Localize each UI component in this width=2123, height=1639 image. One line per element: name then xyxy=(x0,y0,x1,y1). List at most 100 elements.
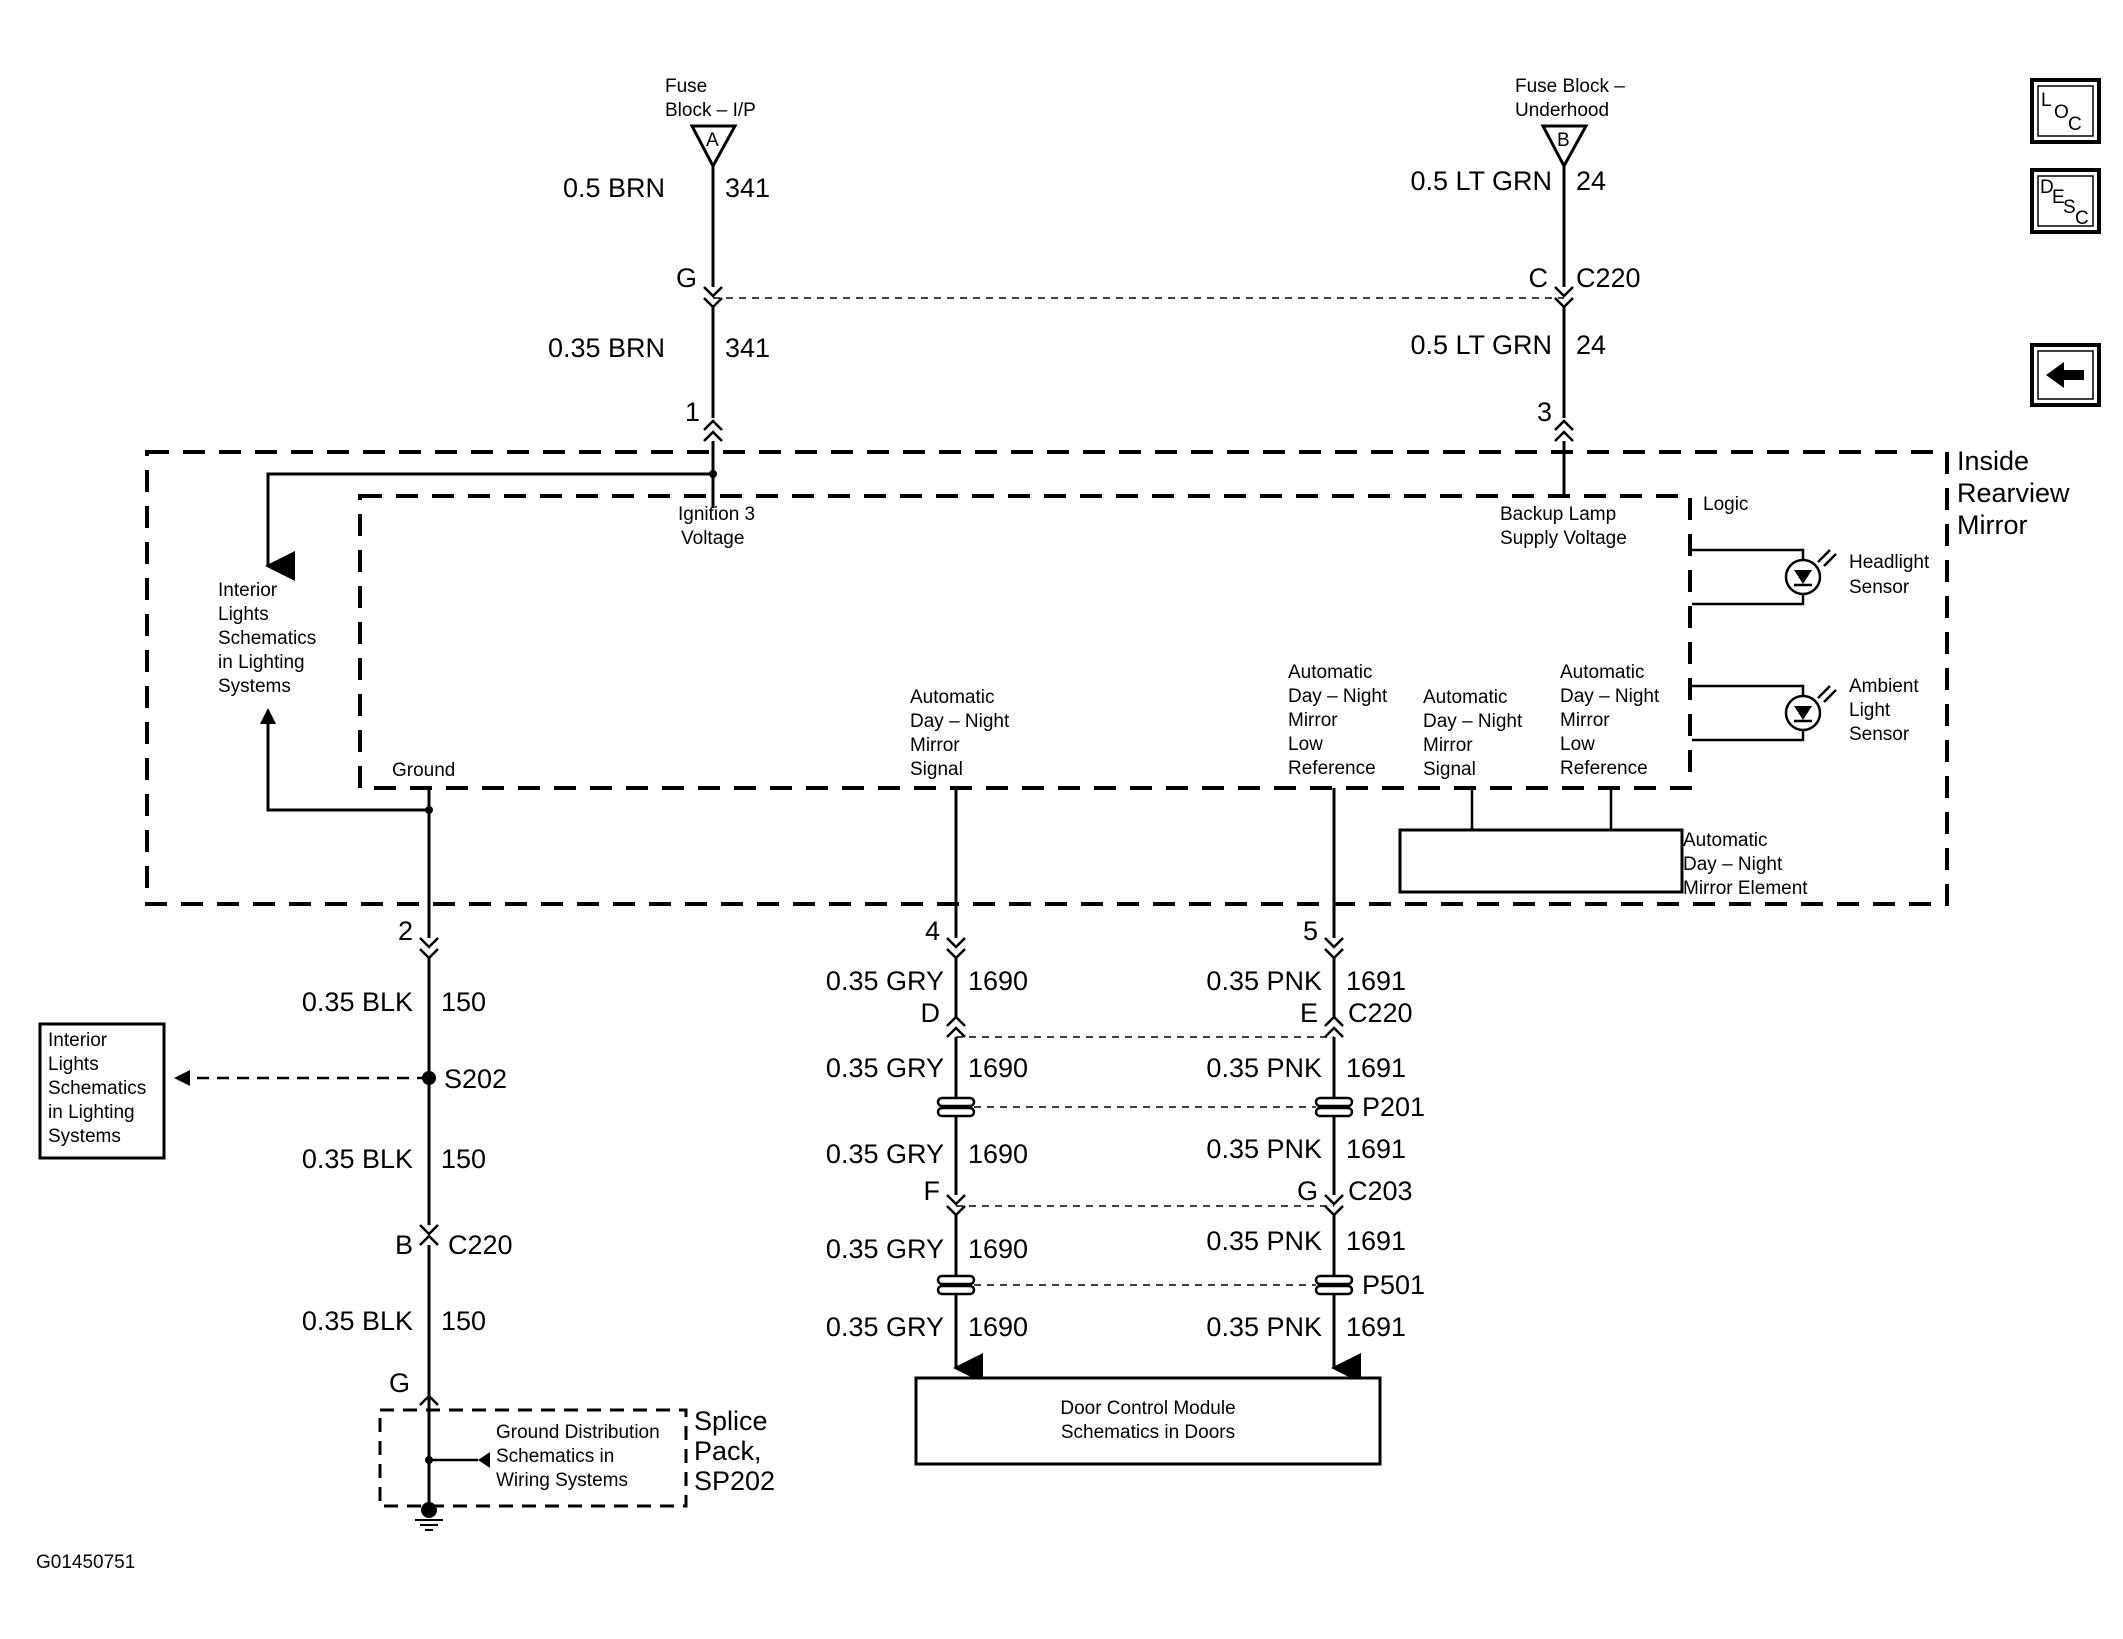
wire-341a-gauge: 0.5 BRN xyxy=(563,173,665,203)
wire-24b-gauge: 0.5 LT GRN xyxy=(1410,330,1552,360)
c220-left-pin: B xyxy=(395,1230,413,1260)
wire-150a-circuit: 150 xyxy=(441,987,486,1017)
interior-lights-ref-box[interactable] xyxy=(38,1022,166,1160)
ground-icon xyxy=(415,1519,443,1531)
pin-2-label: 2 xyxy=(398,916,413,946)
wire-150a-gauge: 0.35 BLK xyxy=(302,987,413,1017)
interior-box-5: Systems xyxy=(48,1126,121,1147)
wire-1691d-circuit: 1691 xyxy=(1346,1226,1406,1256)
desc-button[interactable]: D E S C xyxy=(2030,168,2101,234)
signal-left-1: Automatic xyxy=(910,687,994,708)
wire-1690a-circuit: 1690 xyxy=(968,966,1028,996)
connector-c220-c-symbol xyxy=(1554,286,1574,309)
headlight-sensor-1: Headlight xyxy=(1849,552,1930,573)
light-rays-icon xyxy=(1817,549,1837,567)
wire-341a-circuit: 341 xyxy=(725,173,770,203)
lowref-right-2: Day – Night xyxy=(1560,686,1660,707)
wire-1690b-circuit: 1690 xyxy=(968,1053,1028,1083)
door-control-module-box[interactable] xyxy=(914,1376,1382,1466)
wire-24b-circuit: 24 xyxy=(1576,330,1606,360)
c220-mid-name: C220 xyxy=(1348,998,1413,1028)
connector-pin-2-symbol xyxy=(419,937,439,960)
splice-pack-2: Pack, xyxy=(694,1436,762,1466)
headlight-sensor-2: Sensor xyxy=(1849,577,1910,598)
left-arrow-icon xyxy=(174,1070,190,1086)
element-label-3: Mirror Element xyxy=(1683,878,1808,899)
lowref-right-3: Mirror xyxy=(1560,710,1610,731)
wire-341b-circuit: 341 xyxy=(725,333,770,363)
lowref-left-4: Low xyxy=(1288,734,1323,755)
backup-label-2: Supply Voltage xyxy=(1500,528,1627,549)
connector-c220-g-symbol xyxy=(703,286,723,309)
ground-dist-2: Schematics in xyxy=(496,1446,614,1467)
p201-right-symbol xyxy=(1314,1096,1354,1118)
left-arrow-icon-gd xyxy=(478,1452,490,1468)
c220-left-name: C220 xyxy=(448,1230,513,1260)
connector-c203-g-symbol xyxy=(1324,1194,1344,1217)
ground-node xyxy=(421,1502,437,1518)
interior-box-3: Schematics xyxy=(48,1078,146,1099)
backup-label-1: Backup Lamp xyxy=(1500,504,1616,525)
p501-left-symbol xyxy=(936,1274,976,1296)
fuse-b-label-2: Underhood xyxy=(1515,100,1609,121)
mirror-element-box xyxy=(1398,828,1684,894)
desc-e: E xyxy=(2052,187,2065,208)
wire-1691d-gauge: 0.35 PNK xyxy=(1206,1226,1322,1256)
wire-1690e-circuit: 1690 xyxy=(968,1312,1028,1342)
interior-box-4: in Lighting xyxy=(48,1102,135,1123)
wire-interior-branch xyxy=(265,472,713,581)
signal-left-2: Day – Night xyxy=(910,711,1010,732)
wire-ground-to-interior xyxy=(266,718,429,812)
wire-1691a-circuit: 1691 xyxy=(1346,966,1406,996)
up-arrow-icon xyxy=(260,708,276,724)
interior-inner-2: Lights xyxy=(218,604,269,625)
loc-o: O xyxy=(2054,102,2069,123)
back-button[interactable] xyxy=(2030,343,2101,407)
lowref-left-5: Reference xyxy=(1288,758,1376,779)
ambient-light-sensor xyxy=(1692,684,1837,742)
lowref-left-3: Mirror xyxy=(1288,710,1338,731)
wire-150b-circuit: 150 xyxy=(441,1144,486,1174)
loc-button[interactable]: L O C xyxy=(2030,78,2101,144)
figure-id: G01450751 xyxy=(36,1552,135,1573)
connector-c220-b-symbol xyxy=(419,1224,439,1246)
mirror-title-3: Mirror xyxy=(1957,510,2027,540)
splice-pack-box xyxy=(378,1408,688,1508)
wire-1690c-circuit: 1690 xyxy=(968,1139,1028,1169)
c203-left-pin: F xyxy=(924,1176,941,1206)
wire-1691c-gauge: 0.35 PNK xyxy=(1206,1134,1322,1164)
connector-c220-d-symbol xyxy=(946,1015,966,1038)
fuse-b-label-1: Fuse Block – xyxy=(1515,76,1625,97)
lowref-left-2: Day – Night xyxy=(1288,686,1388,707)
ignition-label-1: Ignition 3 xyxy=(678,504,755,525)
door-module-1: Door Control Module xyxy=(1060,1398,1235,1419)
signal-right-4: Signal xyxy=(1423,759,1476,780)
c220-top-left-pin: G xyxy=(676,263,697,293)
ignition-label-2: Voltage xyxy=(681,528,744,549)
signal-right-3: Mirror xyxy=(1423,735,1473,756)
g-pin-label: G xyxy=(389,1368,410,1398)
fuse-a-label-2: Block – I/P xyxy=(665,100,756,121)
pin-4-label: 4 xyxy=(925,916,940,946)
desc-d: D xyxy=(2040,177,2054,198)
lowref-right-1: Automatic xyxy=(1560,662,1644,683)
wire-1691b-gauge: 0.35 PNK xyxy=(1206,1053,1322,1083)
wire-341b-gauge: 0.35 BRN xyxy=(548,333,665,363)
connector-g-symbol xyxy=(419,1394,439,1406)
wire-1691e-circuit: 1691 xyxy=(1346,1312,1406,1342)
signal-right-1: Automatic xyxy=(1423,687,1507,708)
c220-mid-left-pin: D xyxy=(921,998,941,1028)
interior-inner-1: Interior xyxy=(218,580,278,601)
wire-1691c-circuit: 1691 xyxy=(1346,1134,1406,1164)
wire-150b-gauge: 0.35 BLK xyxy=(302,1144,413,1174)
fuse-a-label-1: Fuse xyxy=(665,76,707,97)
wire-150c-gauge: 0.35 BLK xyxy=(302,1306,413,1336)
wire-1690e-gauge: 0.35 GRY xyxy=(826,1312,944,1342)
interior-inner-3: Schematics xyxy=(218,628,316,649)
p201-label: P201 xyxy=(1362,1092,1425,1122)
connector-pin-1-symbol xyxy=(703,419,723,442)
inside-rearview-mirror-box xyxy=(145,450,1949,906)
p501-right-symbol xyxy=(1314,1274,1354,1296)
loc-l: L xyxy=(2041,90,2052,111)
